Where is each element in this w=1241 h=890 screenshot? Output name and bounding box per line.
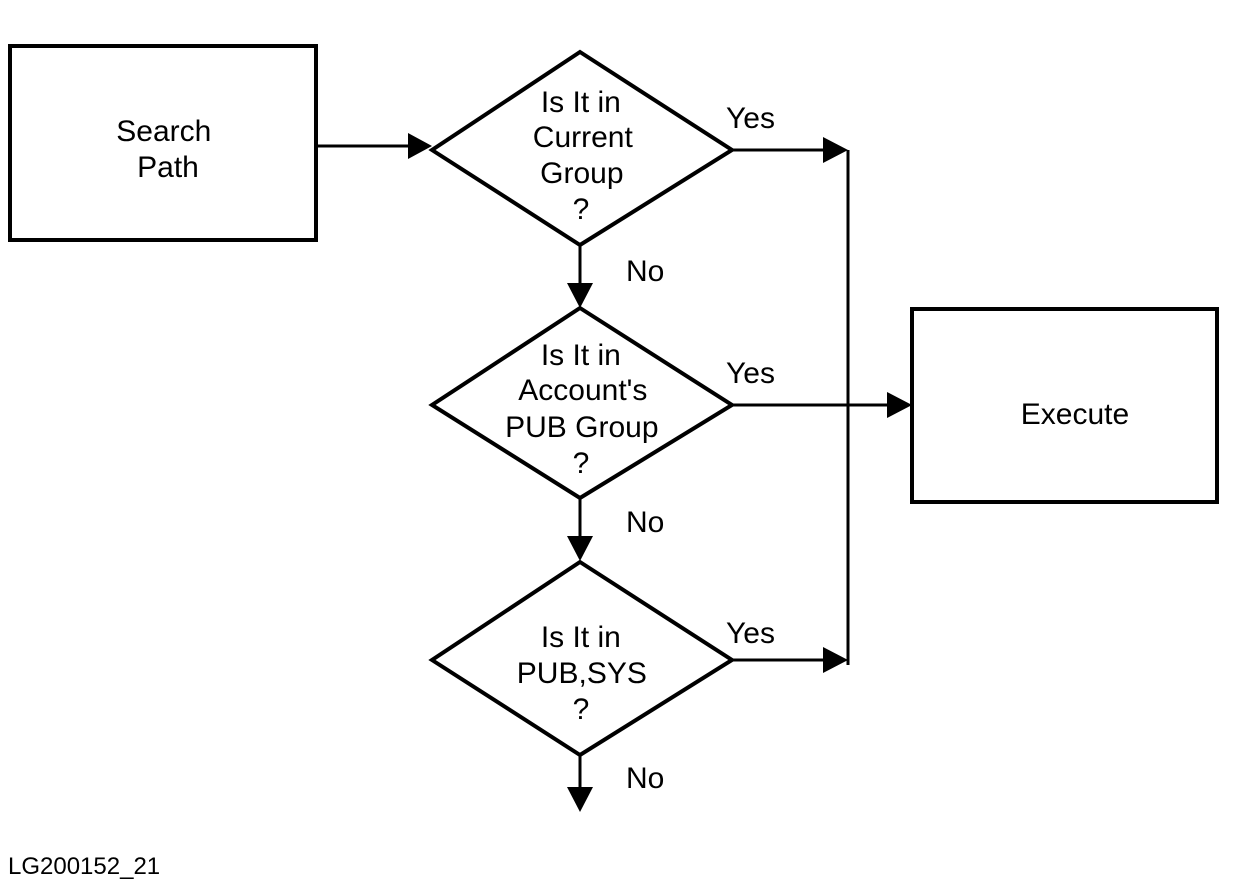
decision-2-line-2: Account's [518, 374, 647, 407]
search-path-line-2: Path [137, 151, 199, 184]
search-path-box [8, 44, 318, 242]
arrowhead-no-2 [567, 536, 593, 561]
arrowhead-no-3 [567, 787, 593, 812]
execute-box [910, 307, 1219, 504]
decision-current-group [428, 49, 736, 248]
edge-label-yes-3: Yes [726, 617, 775, 650]
arrowhead-yes-3 [823, 647, 848, 673]
decision-2-line-4: ? [573, 447, 590, 480]
edge-label-no-3: No [626, 762, 664, 795]
decision-1-line-2: Current [533, 121, 634, 154]
decision-3-line-1: Is It in [541, 621, 621, 654]
arrowhead-no-1 [567, 283, 593, 308]
search-path-line-1: Search [116, 115, 211, 148]
edge-label-no-1: No [626, 255, 664, 288]
arrowhead-yes-1 [823, 137, 848, 163]
edge-label-yes-1: Yes [726, 102, 775, 135]
decision-current-group-label: Is It in Current Group ? [533, 86, 641, 226]
decision-1-line-3: Group [540, 157, 623, 190]
execute-label: Execute [1021, 398, 1129, 431]
decision-2-line-3: PUB Group [505, 411, 658, 444]
edge-label-yes-2: Yes [726, 357, 775, 390]
arrowhead-to-execute [887, 392, 912, 418]
decision-account-pub-group-label: Is It in Account's PUB Group ? [505, 339, 667, 480]
arrowhead-to-decision-1 [408, 133, 432, 159]
decision-pub-sys-label: Is It in PUB,SYS ? [517, 621, 655, 726]
decision-3-line-3: ? [573, 693, 590, 726]
decision-1-line-4: ? [573, 193, 590, 226]
edge-label-no-2: No [626, 506, 664, 539]
decision-2-line-1: Is It in [541, 339, 621, 372]
decision-3-line-2: PUB,SYS [517, 657, 647, 690]
search-path-label: Search Path [116, 115, 219, 184]
figure-id: LG200152_21 [8, 853, 160, 880]
decision-pub-sys [428, 559, 736, 758]
decision-account-pub-group [428, 305, 736, 501]
decision-1-line-1: Is It in [541, 86, 621, 119]
